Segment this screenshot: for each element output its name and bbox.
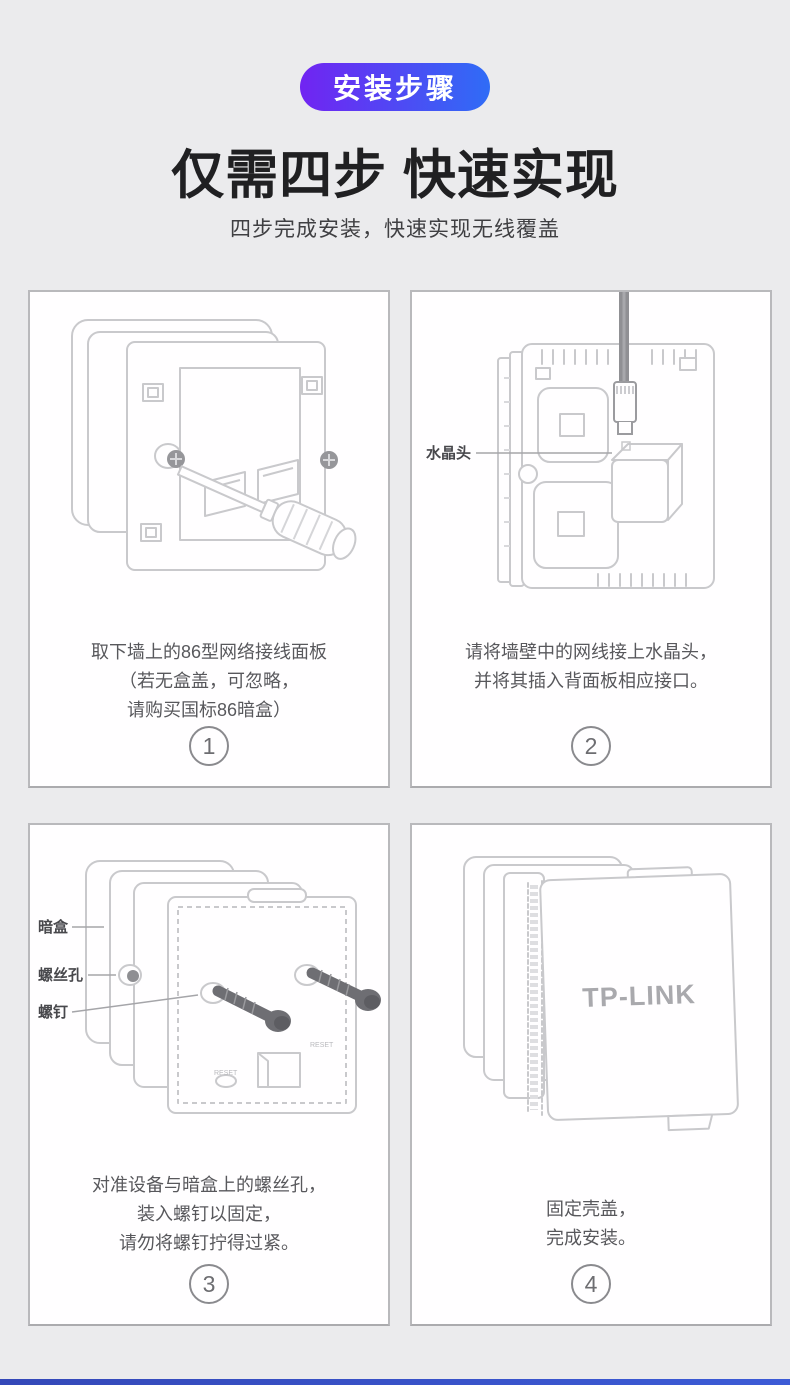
rj45-port-block (611, 459, 669, 523)
reset-label: RESET (310, 1042, 334, 1049)
caption-line: 固定壳盖， (546, 1199, 636, 1219)
footer-accent-bar (0, 1379, 790, 1385)
rj45-connector (613, 381, 637, 451)
caption-line: （若无盒盖，可忽略， (119, 671, 299, 691)
screwdriver (176, 465, 357, 560)
caption-line: 请购买国标86暗盒） (126, 700, 292, 720)
step-4-illustration: TP-LINK (412, 825, 770, 1147)
part-label-screw-hole: 螺丝孔 (38, 966, 83, 984)
caption-line: 取下墙上的86型网络接线面板 (90, 642, 328, 662)
caption-line: 完成安装。 (546, 1228, 636, 1248)
step-panel-3: 暗盒 螺丝孔 螺钉 RESET RESET 对准设备与暗盒上的螺丝孔， 装入螺钉… (28, 823, 390, 1326)
step-number: 1 (202, 732, 216, 759)
step-number: 4 (584, 1270, 598, 1297)
keystone-jack (257, 459, 299, 505)
part-label-screw: 螺钉 (38, 1003, 68, 1021)
device-logo: TP-LINK (582, 979, 696, 1013)
step-number: 3 (202, 1270, 216, 1297)
step-3-caption: 对准设备与暗盒上的螺丝孔， 装入螺钉以固定， 请勿将螺钉拧得过紧。 (92, 1171, 326, 1258)
front-cover: TP-LINK (539, 866, 739, 1132)
section-badge: 安装步骤 (299, 63, 491, 111)
step-2-caption: 请将墙壁中的网线接上水晶头， 并将其插入背面板相应接口。 (465, 638, 717, 696)
screws-mounting-illustration: 暗盒 螺丝孔 螺钉 RESET RESET (38, 860, 381, 1114)
label-leader-line (71, 994, 199, 1013)
step-number: 2 (584, 732, 598, 759)
caption-line: 请将墙壁中的网线接上水晶头， (465, 642, 717, 662)
part-label-junction-box: 暗盒 (38, 918, 69, 936)
step-4-caption: 固定壳盖， 完成安装。 (546, 1195, 636, 1253)
reset-label: RESET (214, 1070, 238, 1077)
step-panel-2: 水晶头 请将墙壁中的网线接上水晶头， 并将其插入背面板相应接口。 2 (410, 290, 772, 788)
rear-panel-cable-illustration: 水晶头 (426, 292, 715, 589)
screw (212, 985, 291, 1032)
page-subtitle: 四步完成安装，快速实现无线覆盖 (230, 218, 560, 241)
caption-line: 装入螺钉以固定， (137, 1204, 281, 1224)
vent-slots (597, 573, 687, 587)
page-title: 仅需四步 快速实现 (171, 146, 619, 205)
step-2-number-badge: 2 (571, 726, 611, 766)
caption-line: 请勿将螺钉拧得过紧。 (119, 1233, 299, 1253)
caption-line: 并将其插入背面板相应接口。 (474, 671, 708, 691)
screw (306, 967, 381, 1011)
step-2-illustration: 水晶头 (412, 292, 770, 614)
step-3-illustration: 暗盒 螺丝孔 螺钉 RESET RESET (30, 825, 388, 1147)
step-panel-1: 取下墙上的86型网络接线面板 （若无盒盖，可忽略， 请购买国标86暗盒） 1 (28, 290, 390, 788)
step-1-caption: 取下墙上的86型网络接线面板 （若无盒盖，可忽略， 请购买国标86暗盒） (91, 638, 327, 725)
caption-line: 对准设备与暗盒上的螺丝孔， (92, 1175, 326, 1195)
wall-plate-screwdriver-illustration (71, 319, 357, 571)
step-1-illustration (30, 292, 388, 614)
step-1-number-badge: 1 (189, 726, 229, 766)
step-panel-4: TP-LINK 固定壳盖， 完成安装。 4 (410, 823, 772, 1326)
step-3-number-badge: 3 (189, 1264, 229, 1304)
part-label-crystal-head: 水晶头 (426, 444, 471, 462)
step-4-number-badge: 4 (571, 1264, 611, 1304)
assembled-device-illustration: TP-LINK (463, 856, 739, 1132)
